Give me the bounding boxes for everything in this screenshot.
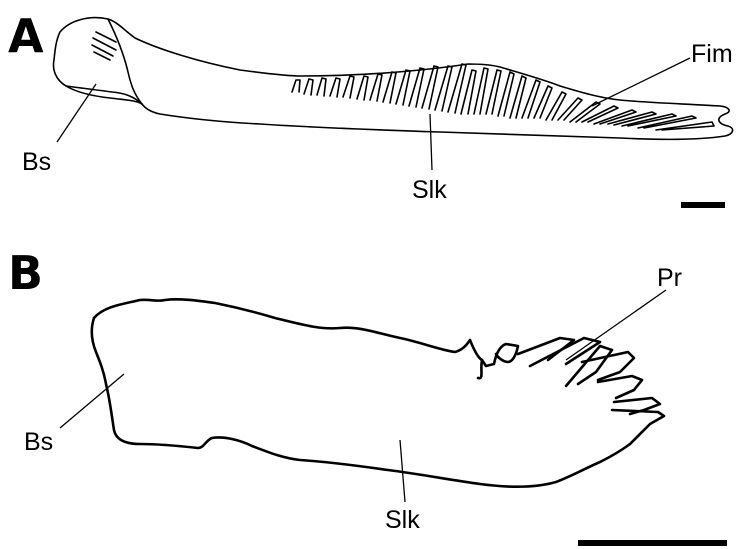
panel-a-basal-plate-contour — [108, 19, 142, 104]
panel-a-bs-leader — [57, 84, 96, 142]
panel-b-bs-label: Bs — [24, 428, 53, 456]
panel-a-bs-label: Bs — [22, 148, 51, 176]
panel-b-slk-label: Slk — [385, 506, 420, 534]
panel-b-pr-leader — [566, 290, 666, 360]
panel-a-basal-striations — [92, 32, 116, 60]
panel-a-letter: A — [8, 9, 44, 63]
panel-a-fim-leader — [592, 58, 690, 106]
panel-a-slk-leader — [430, 114, 432, 170]
panel-b: B Bs Slk Pr — [8, 246, 727, 543]
panel-b-bone-outline — [94, 299, 518, 366]
panel-b-bone-outline-right — [478, 360, 482, 378]
panel-a-slk-label: Slk — [412, 176, 447, 204]
panel-b-processes — [518, 338, 664, 444]
panel-a: A — [8, 9, 733, 205]
panel-b-pr-label: Pr — [657, 264, 682, 292]
panel-a-fim-label: Fim — [691, 40, 733, 68]
panel-b-letter: B — [8, 246, 43, 300]
panel-a-serrations — [292, 64, 714, 130]
panel-b-bs-leader — [60, 374, 124, 428]
